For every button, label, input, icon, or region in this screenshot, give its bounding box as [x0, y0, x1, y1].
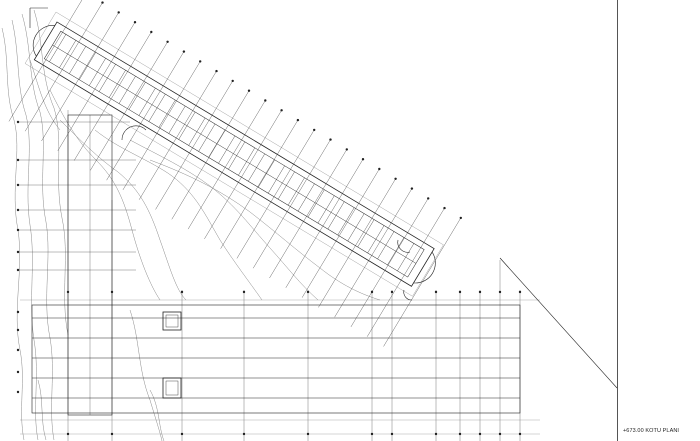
plan-title: +673.00 KOTU PLANI [623, 428, 680, 434]
left-retaining-wall [67, 114, 113, 416]
grid-axis-markers [16, 1, 522, 436]
parking-stalls [49, 34, 415, 271]
site-boundary [29, 7, 617, 389]
lower-parking-block [20, 299, 540, 435]
ramp-curves [121, 125, 413, 301]
diagonal-parking-building [24, 11, 444, 297]
site-plan-drawing [1, 0, 617, 441]
title-block: +673.00 KOTU PLANI [617, 0, 700, 441]
diagonal-grid-lines [8, 0, 461, 347]
structural-grid-horizontal [18, 121, 136, 271]
stair-cores [162, 311, 182, 399]
